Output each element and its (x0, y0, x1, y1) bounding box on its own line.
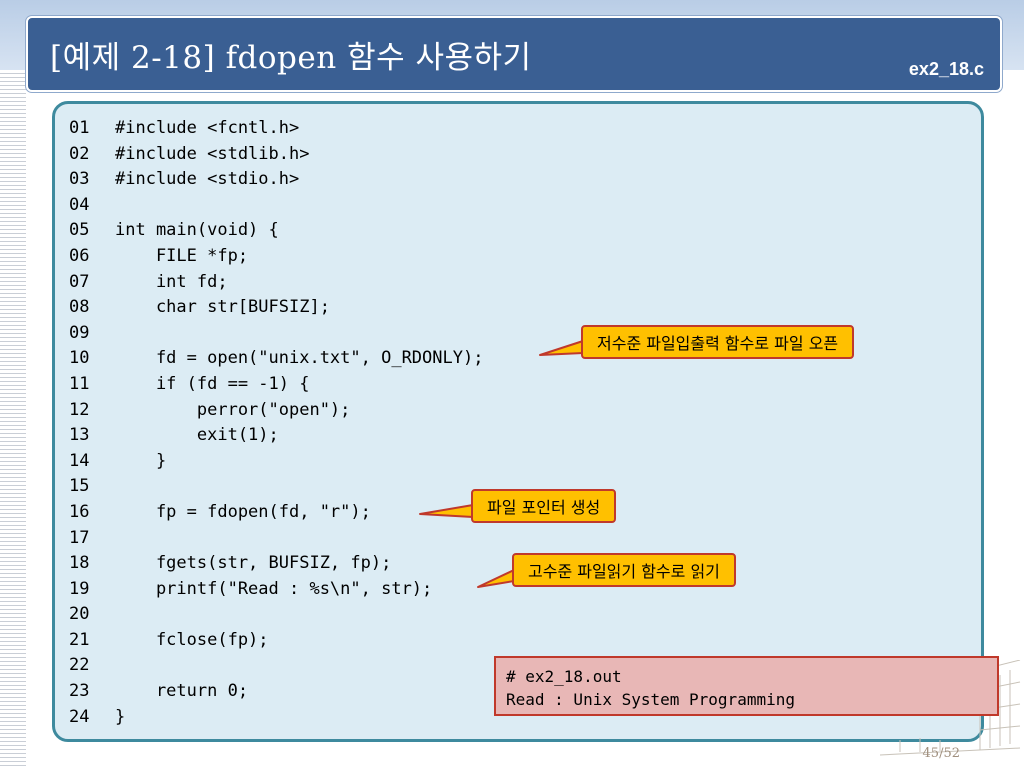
code-line: 20 (69, 602, 483, 628)
line-number: 03 (69, 169, 90, 190)
code-line: 23 return 0; (69, 679, 483, 705)
code-line: 11 if (fd == -1) { (69, 372, 483, 398)
code-text: } (115, 706, 126, 727)
code-line: 16 fp = fdopen(fd, "r"); (69, 500, 483, 526)
line-number: 15 (69, 476, 90, 497)
line-number: 14 (69, 450, 90, 471)
line-number: 24 (69, 706, 90, 727)
line-number: 18 (69, 553, 90, 574)
code-line: 24} (69, 705, 483, 731)
page-number: 45/52 (922, 746, 960, 761)
code-line: 07 int fd; (69, 270, 483, 296)
line-number: 23 (69, 681, 90, 702)
line-number: 11 (69, 373, 90, 394)
code-text: fd = open("unix.txt", O_RDONLY); (115, 348, 484, 369)
code-text: fgets(str, BUFSIZ, fp); (115, 553, 392, 574)
code-line: 15 (69, 474, 483, 500)
line-number: 09 (69, 322, 90, 343)
code-text: fclose(fp); (115, 629, 269, 650)
code-text: if (fd == -1) { (115, 373, 310, 394)
code-text: char str[BUFSIZ]; (115, 297, 330, 318)
line-number: 08 (69, 297, 90, 318)
code-line: 18 fgets(str, BUFSIZ, fp); (69, 551, 483, 577)
code-line: 05 int main(void) { (69, 218, 483, 244)
code-panel: 01 #include <fcntl.h> 02 #include <stdlib.… (52, 101, 984, 742)
line-number: 01 (69, 118, 90, 138)
code-line: 06 FILE *fp; (69, 244, 483, 270)
code-text: #include <stdlib.h> (115, 143, 310, 164)
code-text: #include <stdio.h> (115, 169, 300, 190)
code-text: exit(1); (115, 425, 279, 446)
code-line: 19 printf("Read : %s\n", str); (69, 577, 483, 603)
callout-fdopen-note: 파일 포인터 생성 (471, 489, 617, 523)
line-number: 06 (69, 245, 90, 266)
file-name-label: ex2_18.c (908, 59, 984, 79)
line-number: 16 (69, 501, 90, 522)
slide-title: [예제 2-18] fdopen 함수 사용하기 (50, 40, 532, 76)
code-listing: 01 #include <fcntl.h> 02 #include <stdlib.… (69, 116, 483, 730)
output-line: Read : Unix System Programming (506, 690, 795, 709)
code-text: perror("open"); (115, 399, 351, 420)
code-text: int main(void) { (115, 220, 279, 241)
code-line: 03 #include <stdio.h> (69, 167, 483, 193)
code-line: 12 perror("open"); (69, 398, 483, 424)
line-number: 12 (69, 399, 90, 420)
code-line: 14 } (69, 449, 483, 475)
left-striped-decoration (0, 70, 26, 768)
output-line: # ex2_18.out (506, 667, 622, 686)
title-bar: [예제 2-18] fdopen 함수 사용하기 ex2_18.c (26, 16, 1002, 92)
callout-fgets-note: 고수준 파일읽기 함수로 읽기 (512, 553, 736, 587)
code-line: 22 (69, 653, 483, 679)
code-line: 02 #include <stdlib.h> (69, 142, 483, 168)
code-line: 10 fd = open("unix.txt", O_RDONLY); (69, 346, 483, 372)
program-output-box: # ex2_18.out Read : Unix System Programm… (494, 656, 999, 716)
code-text: fp = fdopen(fd, "r"); (115, 501, 371, 522)
code-line: 01 #include <fcntl.h> (69, 116, 483, 142)
callout-pointer-fdopen (419, 504, 474, 518)
code-text: #include <fcntl.h> (115, 118, 300, 138)
code-line: 13 exit(1); (69, 423, 483, 449)
line-number: 19 (69, 578, 90, 599)
callout-pointer-fgets (477, 569, 515, 588)
line-number: 17 (69, 527, 90, 548)
building-sketch-decoration (880, 660, 1021, 756)
code-text: printf("Read : %s\n", str); (115, 578, 433, 599)
line-number: 22 (69, 655, 90, 676)
code-text: FILE *fp; (115, 245, 249, 266)
callout-pointer-open (539, 340, 584, 356)
line-number: 13 (69, 425, 90, 446)
line-number: 20 (69, 604, 90, 625)
code-line: 21 fclose(fp); (69, 628, 483, 654)
line-number: 10 (69, 348, 90, 369)
line-number: 04 (69, 194, 90, 215)
code-text: return 0; (115, 681, 249, 702)
code-line: 17 (69, 526, 483, 552)
code-line: 09 (69, 321, 483, 347)
code-text: int fd; (115, 271, 228, 292)
line-number: 05 (69, 220, 90, 241)
code-text: } (115, 450, 167, 471)
callout-open-note: 저수준 파일입출력 함수로 파일 오픈 (581, 325, 855, 359)
code-line: 04 (69, 193, 483, 219)
line-number: 21 (69, 629, 90, 650)
code-line: 08 char str[BUFSIZ]; (69, 295, 483, 321)
line-number: 02 (69, 143, 90, 164)
line-number: 07 (69, 271, 90, 292)
